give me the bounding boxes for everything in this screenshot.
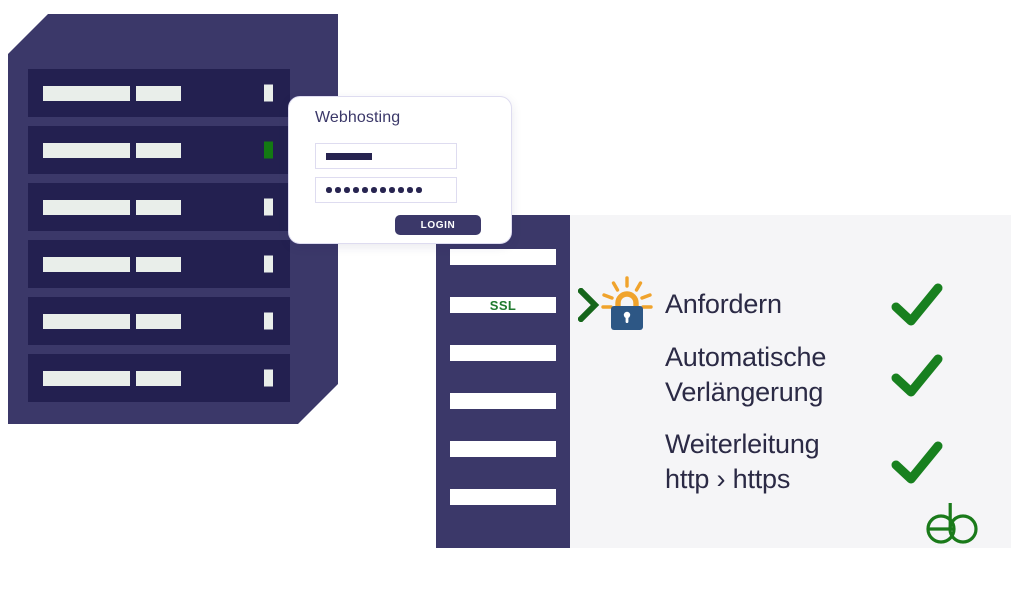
username-input[interactable]: [315, 143, 457, 169]
server-rack: [8, 14, 338, 424]
ssl-row: [450, 489, 556, 505]
server-unit-bar: [136, 85, 181, 101]
server-status-led: [264, 312, 273, 330]
server-status-led-active: [264, 141, 273, 159]
login-card-title: Webhosting: [315, 109, 401, 126]
server-unit-bar: [43, 370, 130, 386]
check-mark-icon: [891, 354, 943, 397]
ssl-row: [450, 249, 556, 265]
server-unit: [28, 297, 290, 345]
username-value-redacted: [326, 152, 372, 160]
server-unit-bar: [43, 142, 130, 158]
feature-row: Anfordern: [665, 280, 945, 328]
server-unit: [28, 183, 290, 231]
ssl-row: [450, 441, 556, 457]
padlock-shine-icon: [601, 276, 653, 330]
feature-label: Anfordern: [665, 288, 782, 319]
feature-row: Weiterleitung http › https: [665, 427, 945, 496]
chevron-right-icon: [578, 288, 600, 322]
server-unit-bar: [136, 370, 181, 386]
ssl-row-list: SSL: [450, 249, 556, 505]
login-button[interactable]: LOGIN: [395, 215, 481, 235]
ssl-row: [450, 393, 556, 409]
password-masked-value: [326, 187, 422, 193]
feature-panel: [570, 215, 1011, 548]
check-mark-icon: [891, 283, 943, 326]
ssl-label: SSL: [489, 297, 517, 313]
check-mark-icon: [891, 441, 943, 484]
server-unit-bar: [136, 142, 181, 158]
webhosting-login-card: Webhosting LOGIN: [288, 96, 512, 244]
server-unit: [28, 354, 290, 402]
server-unit: [28, 69, 290, 117]
server-status-led: [264, 369, 273, 387]
server-status-led: [264, 255, 273, 273]
server-unit-bar: [43, 256, 130, 272]
ssl-row-highlight: SSL: [450, 297, 556, 313]
server-unit-bar: [136, 199, 181, 215]
ssl-tower: SSL: [436, 215, 570, 548]
server-unit: [28, 240, 290, 288]
feature-label: Weiterleitung http › https: [665, 429, 820, 494]
server-unit-bar: [43, 199, 130, 215]
server-unit: [28, 126, 290, 174]
feature-row: Automatische Verlängerung: [665, 340, 945, 409]
server-rack-units: [28, 69, 290, 402]
password-input[interactable]: [315, 177, 457, 203]
eb-logo: [926, 503, 978, 544]
server-status-led: [264, 84, 273, 102]
server-status-led: [264, 198, 273, 216]
server-unit-bar: [136, 256, 181, 272]
server-unit-bar: [136, 313, 181, 329]
server-unit-bar: [43, 85, 130, 101]
server-unit-bar: [43, 313, 130, 329]
ssl-row: [450, 345, 556, 361]
feature-label: Automatische Verlängerung: [665, 342, 827, 407]
